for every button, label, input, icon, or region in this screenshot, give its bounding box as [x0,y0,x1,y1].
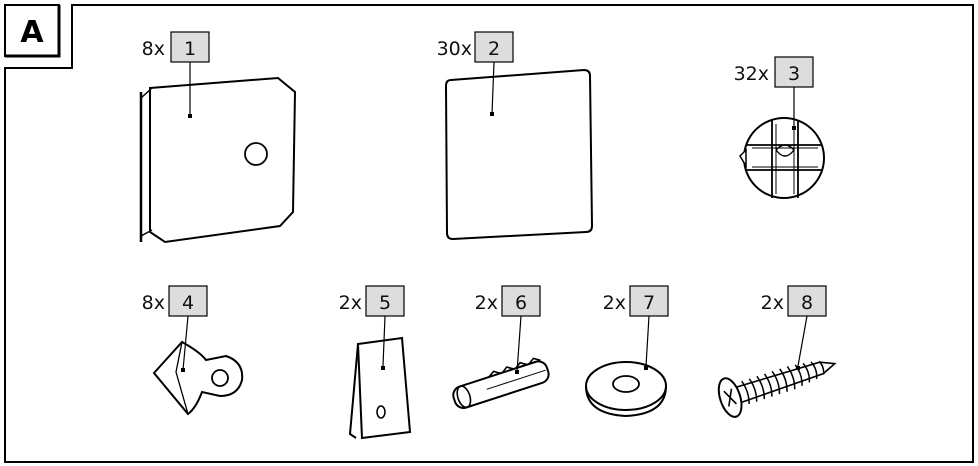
outer-frame [5,5,973,462]
part-8: 2x 8 [714,286,840,420]
part-7-number: 7 [643,292,655,314]
part-2-qty: 30x [437,38,472,60]
part-3-qty: 32x [734,63,769,85]
part-5: 2x 5 [339,286,410,438]
part-6-qty: 2x [475,292,498,314]
part-1-number: 1 [184,38,196,60]
part-8-number: 8 [801,292,813,314]
part-5-number: 5 [379,292,391,314]
part-3-number: 3 [788,63,800,85]
figure-badge: A [5,5,72,68]
part-4: 8x 4 [142,286,243,414]
part-5-qty: 2x [339,292,362,314]
part-2-number: 2 [488,38,500,60]
figure-label: A [20,15,44,50]
part-4-qty: 8x [142,292,165,314]
part-2: 30x 2 [437,32,592,239]
part-1-qty: 8x [142,38,165,60]
part-6-number: 6 [515,292,527,314]
part-1: 8x 1 [141,32,295,242]
part-8-qty: 2x [761,292,784,314]
part-7-qty: 2x [603,292,626,314]
part-4-number: 4 [182,292,194,314]
part-6: 2x 6 [450,286,551,410]
part-3: 32x 3 [734,57,824,198]
part-7: 2x 7 [586,286,668,416]
